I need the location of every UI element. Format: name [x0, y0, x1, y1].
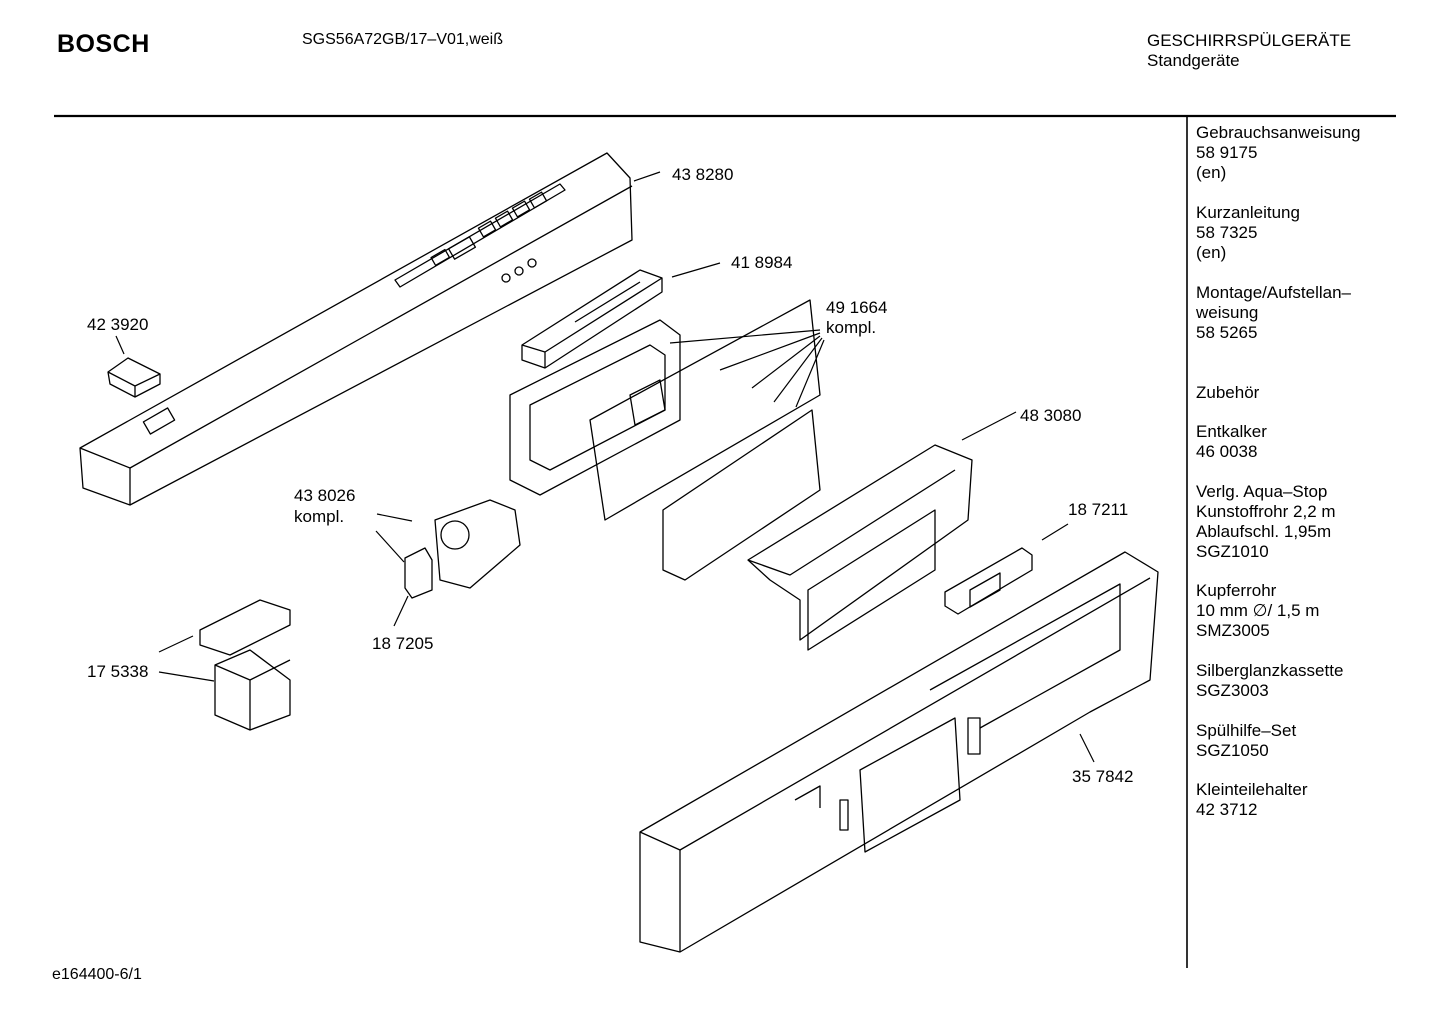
- sidebar-group-accessories: Zubehör: [1196, 383, 1259, 403]
- sidebar-line: 46 0038: [1196, 442, 1258, 461]
- cover-panel-drawing: [639, 551, 1159, 953]
- part-label-438280: 43 8280: [672, 165, 734, 184]
- sidebar-line: Kunstoffrohr 2,2 m: [1196, 502, 1336, 521]
- sidebar-line: 58 7325: [1196, 223, 1258, 242]
- part-label-438026: 43 8026: [294, 486, 356, 505]
- sidebar-line: weisung: [1196, 303, 1259, 322]
- category-title: GESCHIRRSPÜLGERÄTE: [1147, 31, 1352, 50]
- sidebar-group-descaler: Entkalker 46 0038: [1196, 422, 1267, 462]
- part-label-483080: 48 3080: [1020, 406, 1082, 425]
- relay-assembly-drawing: [199, 599, 291, 731]
- sidebar-line: 58 5265: [1196, 323, 1258, 342]
- sidebar-line: Ablaufschl. 1,95m: [1196, 522, 1332, 541]
- part-label-491664: 49 1664: [826, 298, 888, 317]
- part-label-175338: 17 5338: [87, 662, 149, 681]
- sidebar-line: Entkalker: [1196, 422, 1267, 441]
- part-label-187211: 18 7211: [1068, 500, 1129, 519]
- sidebar-line: (en): [1196, 163, 1227, 182]
- sidebar-line: Kleinteilehalter: [1196, 780, 1308, 799]
- sidebar-group-aqua-stop: Verlg. Aqua–Stop Kunstoffrohr 2,2 m Abla…: [1196, 482, 1336, 562]
- leader-lines: [115, 171, 1095, 763]
- sidebar-line: Kupferrohr: [1196, 581, 1277, 600]
- key-strip-drawing: [521, 269, 663, 369]
- part-label-491664-note: kompl.: [826, 318, 877, 337]
- sidebar-line: 10 mm ∅/ 1,5 m: [1196, 601, 1320, 620]
- sidebar-line: Verlg. Aqua–Stop: [1196, 482, 1328, 501]
- sidebar-group-small-parts-holder: Kleinteilehalter 42 3712: [1196, 780, 1308, 820]
- sidebar-line: SMZ3005: [1196, 621, 1270, 640]
- brand-logo: BOSCH: [57, 30, 150, 58]
- sidebar-line: Zubehör: [1196, 383, 1260, 402]
- sidebar-group-manual: Gebrauchsanweisung 58 9175 (en): [1196, 123, 1360, 183]
- electronics-module-drawing: [509, 299, 821, 581]
- sidebar-line: Spülhilfe–Set: [1196, 721, 1297, 740]
- sidebar-line: SGZ3003: [1196, 681, 1269, 700]
- bracket-drawing: [747, 444, 973, 651]
- subcategory-title: Standgeräte: [1147, 51, 1240, 70]
- document-id: e164400-6/1: [52, 966, 142, 983]
- part-label-438026-note: kompl.: [294, 507, 345, 526]
- sidebar-group-installation: Montage/Aufstellan– weisung 58 5265: [1196, 283, 1351, 343]
- sidebar-group-copper-pipe: Kupferrohr 10 mm ∅/ 1,5 m SMZ3005: [1196, 581, 1319, 641]
- sidebar-group-silver-cassette: Silberglanzkassette SGZ3003: [1196, 661, 1343, 701]
- model-number: SGS56A72GB/17–V01,weiß: [302, 31, 504, 48]
- sidebar-line: (en): [1196, 243, 1227, 262]
- sidebar-line: Gebrauchsanweisung: [1196, 123, 1361, 142]
- sidebar-line: SGZ1050: [1196, 741, 1269, 760]
- clip-part-drawing: [107, 357, 161, 398]
- control-panel-fascia-drawing: [79, 152, 633, 506]
- sidebar-line: Montage/Aufstellan–: [1196, 283, 1351, 302]
- sidebar-line: 42 3712: [1196, 800, 1258, 819]
- sensor-drawing: [944, 547, 1033, 615]
- sidebar-line: Silberglanzkassette: [1196, 661, 1344, 680]
- category-block: GESCHIRRSPÜLGERÄTE Standgeräte: [1147, 31, 1351, 71]
- sidebar-line: SGZ1010: [1196, 542, 1269, 561]
- part-label-418984: 41 8984: [731, 253, 793, 272]
- sidebar-line: 58 9175: [1196, 143, 1258, 162]
- pump-assembly-drawing: [404, 499, 521, 599]
- sidebar-line: Kurzanleitung: [1196, 203, 1300, 222]
- sidebar-group-rinse-set: Spülhilfe–Set SGZ1050: [1196, 721, 1296, 761]
- part-label-357842: 35 7842: [1072, 767, 1134, 786]
- part-label-423920: 42 3920: [87, 315, 149, 334]
- part-label-187205: 18 7205: [372, 634, 434, 653]
- sidebar-group-short-guide: Kurzanleitung 58 7325 (en): [1196, 203, 1300, 263]
